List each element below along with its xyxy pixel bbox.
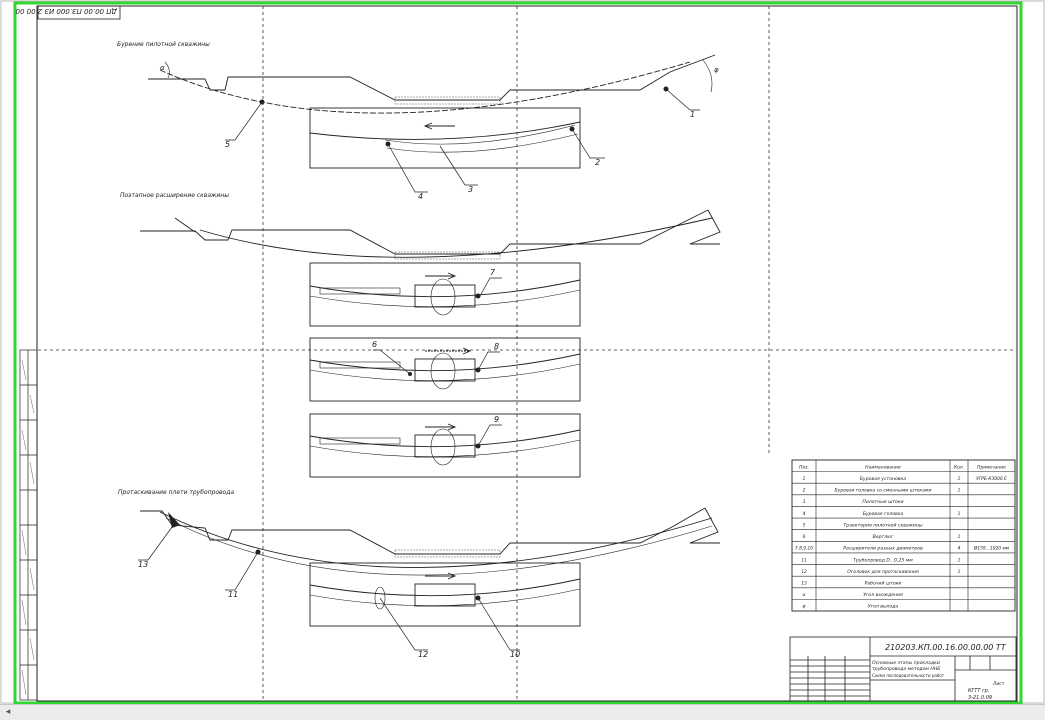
- spec-table-grid: [792, 460, 1015, 611]
- scroll-left-arrow-icon[interactable]: ◂: [5, 707, 11, 717]
- title-desc-2: трубопровода методом ННБ: [872, 666, 940, 672]
- stage2-title: Поэтапное расширение скважины: [120, 192, 229, 199]
- spec-cell: 4: [803, 511, 806, 517]
- top-stamp-text: ДП 00.00 ПЗ.000 ИЗ 2.00 00: [15, 7, 118, 15]
- callout-5: 5: [225, 140, 230, 149]
- stage1-terrain: [148, 54, 716, 114]
- angle-phi-label: φ: [714, 66, 719, 74]
- left-binding-hatching: [21, 359, 35, 696]
- angle-alpha-label: α: [160, 64, 165, 72]
- spec-cell: Буровая установка: [860, 476, 906, 482]
- spec-table-cells: Поз. Наименование Кол. Примечание 1 Буровая у…: [795, 464, 1010, 609]
- title-sheet: Лист: [992, 681, 1005, 687]
- spec-header-cell: Кол.: [954, 464, 964, 470]
- callout-9: 9: [494, 415, 499, 424]
- spec-cell: 1: [958, 569, 961, 575]
- callout-11: 11: [228, 590, 238, 599]
- selection-frame: [13, 1, 1023, 704]
- stage1-drill-string: [309, 121, 581, 153]
- spec-cell: 1: [958, 476, 961, 482]
- stage3-detail-box: [309, 562, 581, 627]
- title-org-1: КГТТ гр.: [968, 688, 989, 694]
- spec-cell: 5: [803, 522, 806, 528]
- spec-cell: 7,8,9,10: [795, 546, 813, 552]
- spec-cell: УГРБ-КЗ000 Е: [976, 476, 1007, 482]
- spec-cell: Оголовок для протаскивания: [847, 569, 919, 575]
- spec-cell: 1: [958, 534, 961, 540]
- reamer-a-point: [475, 293, 481, 299]
- spec-table: Поз. Наименование Кол. Примечание 1 Буровая у…: [791, 459, 1016, 612]
- spec-cell: Буровая головка со сменными штоками: [835, 488, 932, 494]
- stage3-pipe-head: [168, 512, 180, 528]
- reamer-box-b: [309, 337, 581, 402]
- spec-cell: 4: [958, 546, 961, 552]
- sheet-border: [0, 0, 1045, 704]
- stage3-title: Протаскивание плети трубопровода: [118, 489, 234, 496]
- stage1-title: Бурение пилотной скважины: [117, 41, 210, 48]
- callout-3: 3: [468, 185, 473, 194]
- spec-cell: Угол вхождения: [863, 592, 903, 598]
- dashed-grid: [38, 6, 1016, 700]
- spec-header-cell: Поз.: [799, 464, 809, 470]
- spec-cell: Вертлюг: [873, 534, 894, 540]
- spec-cell: 3: [803, 499, 806, 505]
- spec-cell: 1: [803, 476, 806, 482]
- spec-cell: Буровая головка: [863, 511, 904, 517]
- spec-cell: 6: [803, 534, 806, 540]
- callout-leaders: [138, 88, 700, 651]
- title-org-2: 3-21.0.09: [968, 695, 992, 701]
- callout-12: 12: [418, 650, 428, 659]
- left-binding-column: [19, 349, 38, 701]
- reamer-box-c: [309, 413, 581, 478]
- callout-13: 13: [138, 560, 148, 569]
- callout-8: 8: [494, 342, 499, 351]
- callout-7: 7: [490, 268, 496, 277]
- spec-cell: α: [803, 593, 806, 598]
- spec-cell: Траектория пилотной скважины: [844, 522, 923, 528]
- spec-cell: Рабочий штоки: [865, 581, 902, 587]
- spec-cell: 11: [801, 557, 807, 563]
- spec-header-cell: Примечание: [977, 464, 1006, 470]
- spec-cell: Угол выхода: [868, 604, 898, 610]
- spec-cell: 1: [958, 511, 961, 517]
- spec-cell: Ø159...1020 мм: [973, 545, 1010, 552]
- spec-cell: φ: [803, 605, 806, 610]
- spec-cell: Пилотные штоки: [862, 499, 903, 505]
- stage1-angle-marks: [164, 59, 713, 93]
- callout-2: 2: [595, 158, 600, 167]
- spec-cell: 13: [801, 581, 807, 587]
- spec-cell: 2: [803, 488, 806, 494]
- spec-cell: 1: [958, 557, 961, 563]
- callout-10: 10: [510, 650, 520, 659]
- spec-header-cell: Наименование: [865, 464, 901, 470]
- drawing-canvas: ДП 00.00 ПЗ.000 ИЗ 2.00 00: [0, 0, 1045, 704]
- callout-4: 4: [418, 192, 423, 201]
- stage1-detail-box: [309, 107, 581, 169]
- title-desc-1: Основные этапы прокладки: [872, 660, 940, 666]
- spec-cell: Трубопровод D...0,25 мм: [853, 557, 913, 563]
- horizontal-scrollbar[interactable]: ◂: [0, 704, 1045, 720]
- stage2-river-hatch: [394, 251, 501, 260]
- callout-1: 1: [690, 110, 695, 119]
- title-code: 210203.КП.00.16.00.00.00 ТТ: [885, 643, 1007, 652]
- stage3-river-hatch: [394, 549, 501, 558]
- callout-6: 6: [372, 340, 377, 349]
- stage1-river-hatch: [394, 96, 501, 105]
- title-block: [789, 636, 1017, 702]
- top-stamp-box: [37, 5, 121, 20]
- spec-cell: 12: [801, 569, 807, 575]
- stage2-terrain: [140, 209, 721, 258]
- reamer-box-a: [309, 262, 581, 327]
- spec-cell: 1: [958, 488, 961, 494]
- title-desc-3: Схема последовательности работ: [872, 673, 945, 678]
- spec-cell: Расширители разных диаметров: [843, 546, 923, 552]
